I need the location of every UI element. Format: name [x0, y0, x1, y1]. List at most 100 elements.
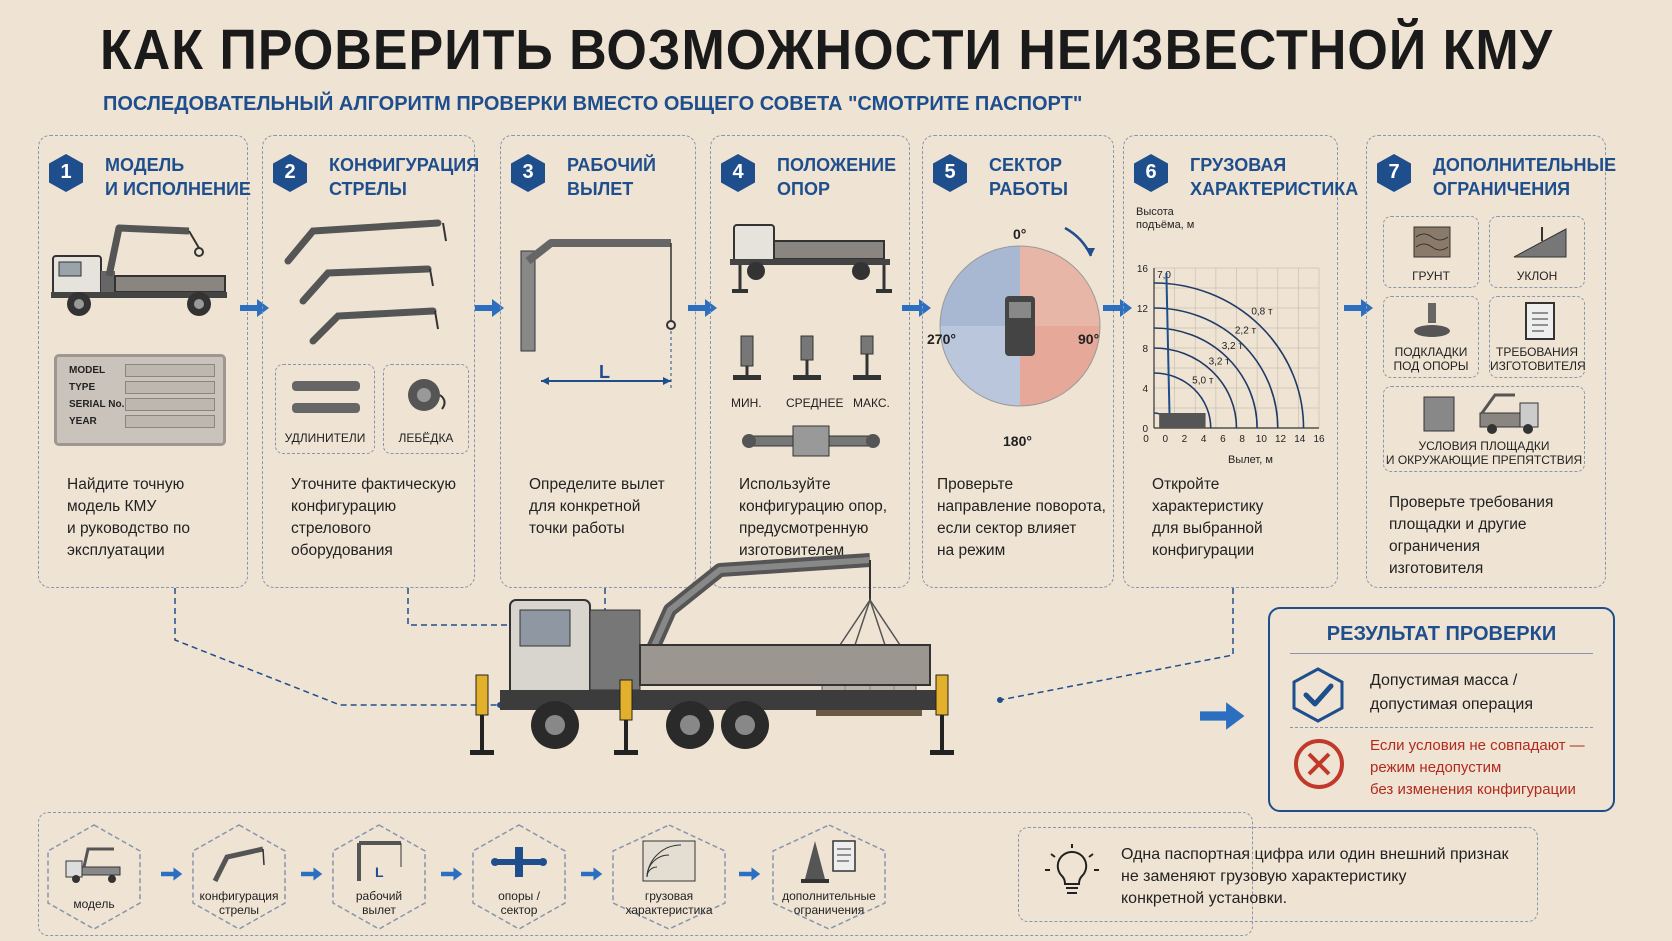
result-title: РЕЗУЛЬТАТ ПРОВЕРКИ	[1326, 623, 1557, 645]
load-curve	[1153, 372, 1212, 429]
arrow-right-icon	[301, 865, 323, 883]
truck-crane-icon	[51, 224, 227, 316]
result-panel: РЕЗУЛЬТАТ ПРОВЕРКИ Допустимая масса /доп…	[1268, 607, 1615, 812]
radius-label: L	[599, 362, 610, 382]
series-label: 5,0 т	[1192, 376, 1214, 387]
boom-icon	[212, 846, 265, 883]
angle-180-label: 180°	[1003, 433, 1032, 449]
flow-step-outriggers: опоры /сектор	[469, 823, 569, 931]
step-badge: 1	[48, 153, 84, 193]
ground-icon	[1413, 226, 1451, 258]
slewing-sector-diagram	[939, 226, 1101, 407]
page-subtitle: ПОСЛЕДОВАТЕЛЬНЫЙ АЛГОРИТМ ПРОВЕРКИ ВМЕСТ…	[103, 93, 1083, 115]
series-label: 3,2 т	[1209, 356, 1231, 367]
arrow-right-icon	[1200, 700, 1246, 732]
document-icon	[1525, 302, 1555, 340]
x-tick-label: 2	[1182, 434, 1188, 445]
winch-box: ЛЕБЁДКА	[383, 364, 469, 454]
load-curve	[1153, 327, 1258, 429]
angle-0-label: 0°	[1013, 226, 1027, 242]
arrow-right-icon	[581, 865, 603, 883]
step-badge: 7	[1376, 153, 1412, 193]
site-obstacles-icon	[1423, 393, 1539, 434]
outrigger-positions-icon	[733, 335, 881, 380]
x-tick-label: 8	[1239, 434, 1245, 445]
boom-extension-icon	[292, 381, 360, 413]
x-tick-label: 12	[1275, 434, 1287, 445]
ground-box: ГРУНТ	[1383, 216, 1479, 288]
arrow-right-icon	[739, 865, 761, 883]
truck-outriggers-icon	[730, 224, 892, 293]
flow-step-model: модель	[44, 823, 144, 931]
step-badge: 6	[1133, 153, 1169, 193]
series-label: 7,0	[1157, 270, 1171, 281]
crane-truck-illustration	[470, 553, 954, 755]
slope-box: УКЛОН	[1489, 216, 1585, 288]
crane-boom	[1165, 272, 1171, 414]
series-label: 3,2 т	[1222, 341, 1244, 352]
x-tick-label: 10	[1256, 434, 1268, 445]
radius-icon: L	[357, 841, 402, 881]
boom-configurations-icon	[284, 219, 447, 345]
step-badge: 3	[510, 153, 546, 193]
step-badge: 4	[720, 153, 756, 193]
prohibited-icon	[1294, 739, 1344, 789]
y-tick-label: 4	[1142, 384, 1148, 395]
truck-icon	[65, 847, 121, 883]
working-radius-icon	[520, 239, 676, 391]
load-chart-icon	[642, 840, 696, 882]
x-tick-label: 0	[1162, 434, 1168, 445]
load-curve	[1153, 347, 1238, 429]
load-curve	[1153, 282, 1305, 429]
note-text: Одна паспортная цифра или один внешний п…	[1121, 846, 1509, 907]
y-tick-label: 0	[1142, 424, 1148, 435]
arrow-right-icon	[161, 865, 183, 883]
result-bad-text: Если условия не совпадают —режим недопус…	[1370, 737, 1585, 798]
extensions-box: УДЛИНИТЕЛИ	[275, 364, 375, 454]
checkmark-icon	[1292, 667, 1344, 723]
page-title: КАК ПРОВЕРИТЬ ВОЗМОЖНОСТИ НЕИЗВЕСТНОЙ КМ…	[100, 19, 1554, 82]
angle-90-label: 90°	[1078, 331, 1100, 347]
series-label: 2,2 т	[1235, 326, 1257, 337]
angle-270-label: 270°	[927, 331, 956, 347]
arrow-right-icon	[441, 865, 463, 883]
slope-icon	[1513, 227, 1567, 258]
outrigger-icon	[491, 847, 547, 877]
winch-icon	[408, 379, 446, 411]
x-tick-label: 4	[1201, 434, 1207, 445]
step-badge: 5	[932, 153, 968, 193]
step-badge: 2	[272, 153, 308, 193]
series-label: 0,8 т	[1251, 306, 1273, 317]
outrigger-pad-icon	[1414, 303, 1450, 337]
result-ok-text: Допустимая масса /допустимая операция	[1370, 672, 1534, 713]
load-curve	[1153, 307, 1279, 429]
